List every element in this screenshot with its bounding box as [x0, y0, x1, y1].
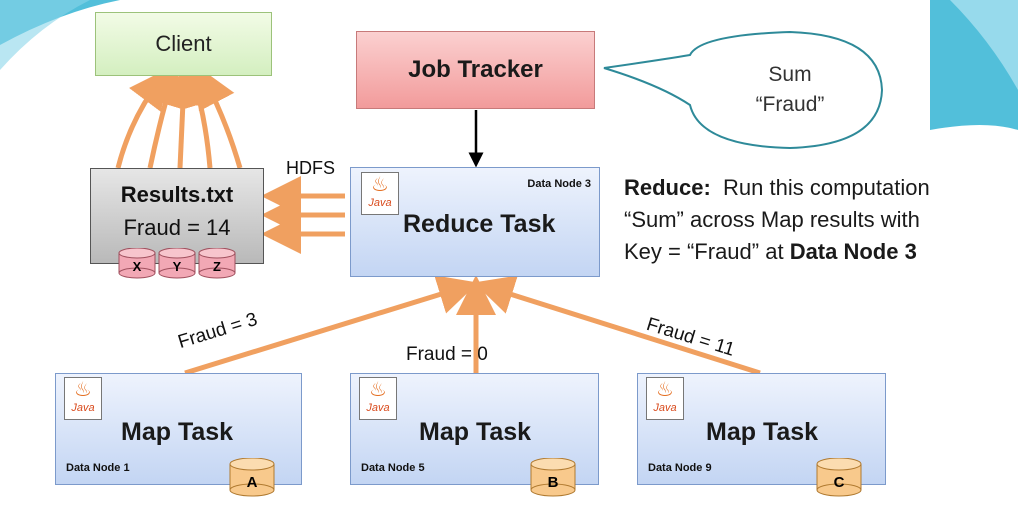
client-box: Client [95, 12, 272, 76]
results-disks: X Y Z [118, 248, 236, 279]
map-task-title-1: Map Task [121, 418, 234, 446]
map-node-label-1: Data Node 1 [66, 462, 130, 474]
disk-a: A [229, 458, 275, 497]
java-icon: ♨ Java [646, 377, 684, 420]
disk-c: C [816, 458, 862, 497]
results-to-client-arrow-5 [198, 66, 243, 169]
reduce-description-line-3: Key = “Fraud” at Data Node 3 [624, 239, 917, 264]
results-title: Results.txt [120, 182, 234, 207]
reduce-description-line-2: “Sum” across Map results with [624, 207, 920, 232]
reduce-description-line-1: Reduce: Run this computation [624, 175, 930, 200]
reduce-task-title: Reduce Task [403, 210, 556, 238]
hdfs-label: HDFS [286, 158, 335, 178]
disk-a-label: A [247, 474, 258, 491]
java-icon: ♨ Java [64, 377, 102, 420]
disk-c-label: C [834, 474, 845, 491]
bubble-line-1: Sum [768, 63, 812, 86]
decor-swoosh-right-2 [950, 0, 1018, 90]
map-task-title-2: Map Task [419, 418, 532, 446]
job-tracker-box: Job Tracker [356, 31, 595, 109]
map-task-title-3: Map Task [706, 418, 819, 446]
disk-x: X [118, 248, 156, 279]
disk-y-label: Y [173, 259, 182, 274]
decor-swoosh-left-2 [0, 0, 90, 70]
reduce-description: Reduce: Run this computation “Sum” acros… [624, 172, 1016, 268]
speech-bubble [603, 30, 884, 150]
reduce-task-box: ♨ Java Data Node 3 Reduce Task [350, 167, 600, 277]
map-node-label-3: Data Node 9 [648, 462, 712, 474]
client-label: Client [155, 31, 212, 56]
java-icon: ♨ Java [361, 172, 399, 215]
disk-z: Z [198, 248, 236, 279]
map1-to-reduce-arrow [184, 275, 479, 376]
reduce-node-label: Data Node 3 [527, 178, 591, 190]
results-value: Fraud = 14 [123, 215, 231, 240]
disk-x-label: X [133, 259, 142, 274]
disk-y: Y [158, 248, 196, 279]
disk-z-label: Z [213, 259, 221, 274]
results-to-client-arrow-4 [182, 65, 221, 169]
map-node-label-2: Data Node 5 [361, 462, 425, 474]
java-icon: ♨ Java [359, 377, 397, 420]
map3-to-reduce-arrow [473, 275, 761, 376]
disk-b: B [530, 458, 576, 497]
speech-bubble-text: Sum “Fraud” [735, 60, 845, 120]
job-tracker-label: Job Tracker [408, 56, 543, 83]
results-to-client-arrow-3 [162, 65, 203, 169]
disk-b-label: B [548, 474, 559, 491]
edge-label-map2: Fraud = 0 [406, 344, 488, 365]
bubble-line-2: “Fraud” [755, 93, 825, 116]
